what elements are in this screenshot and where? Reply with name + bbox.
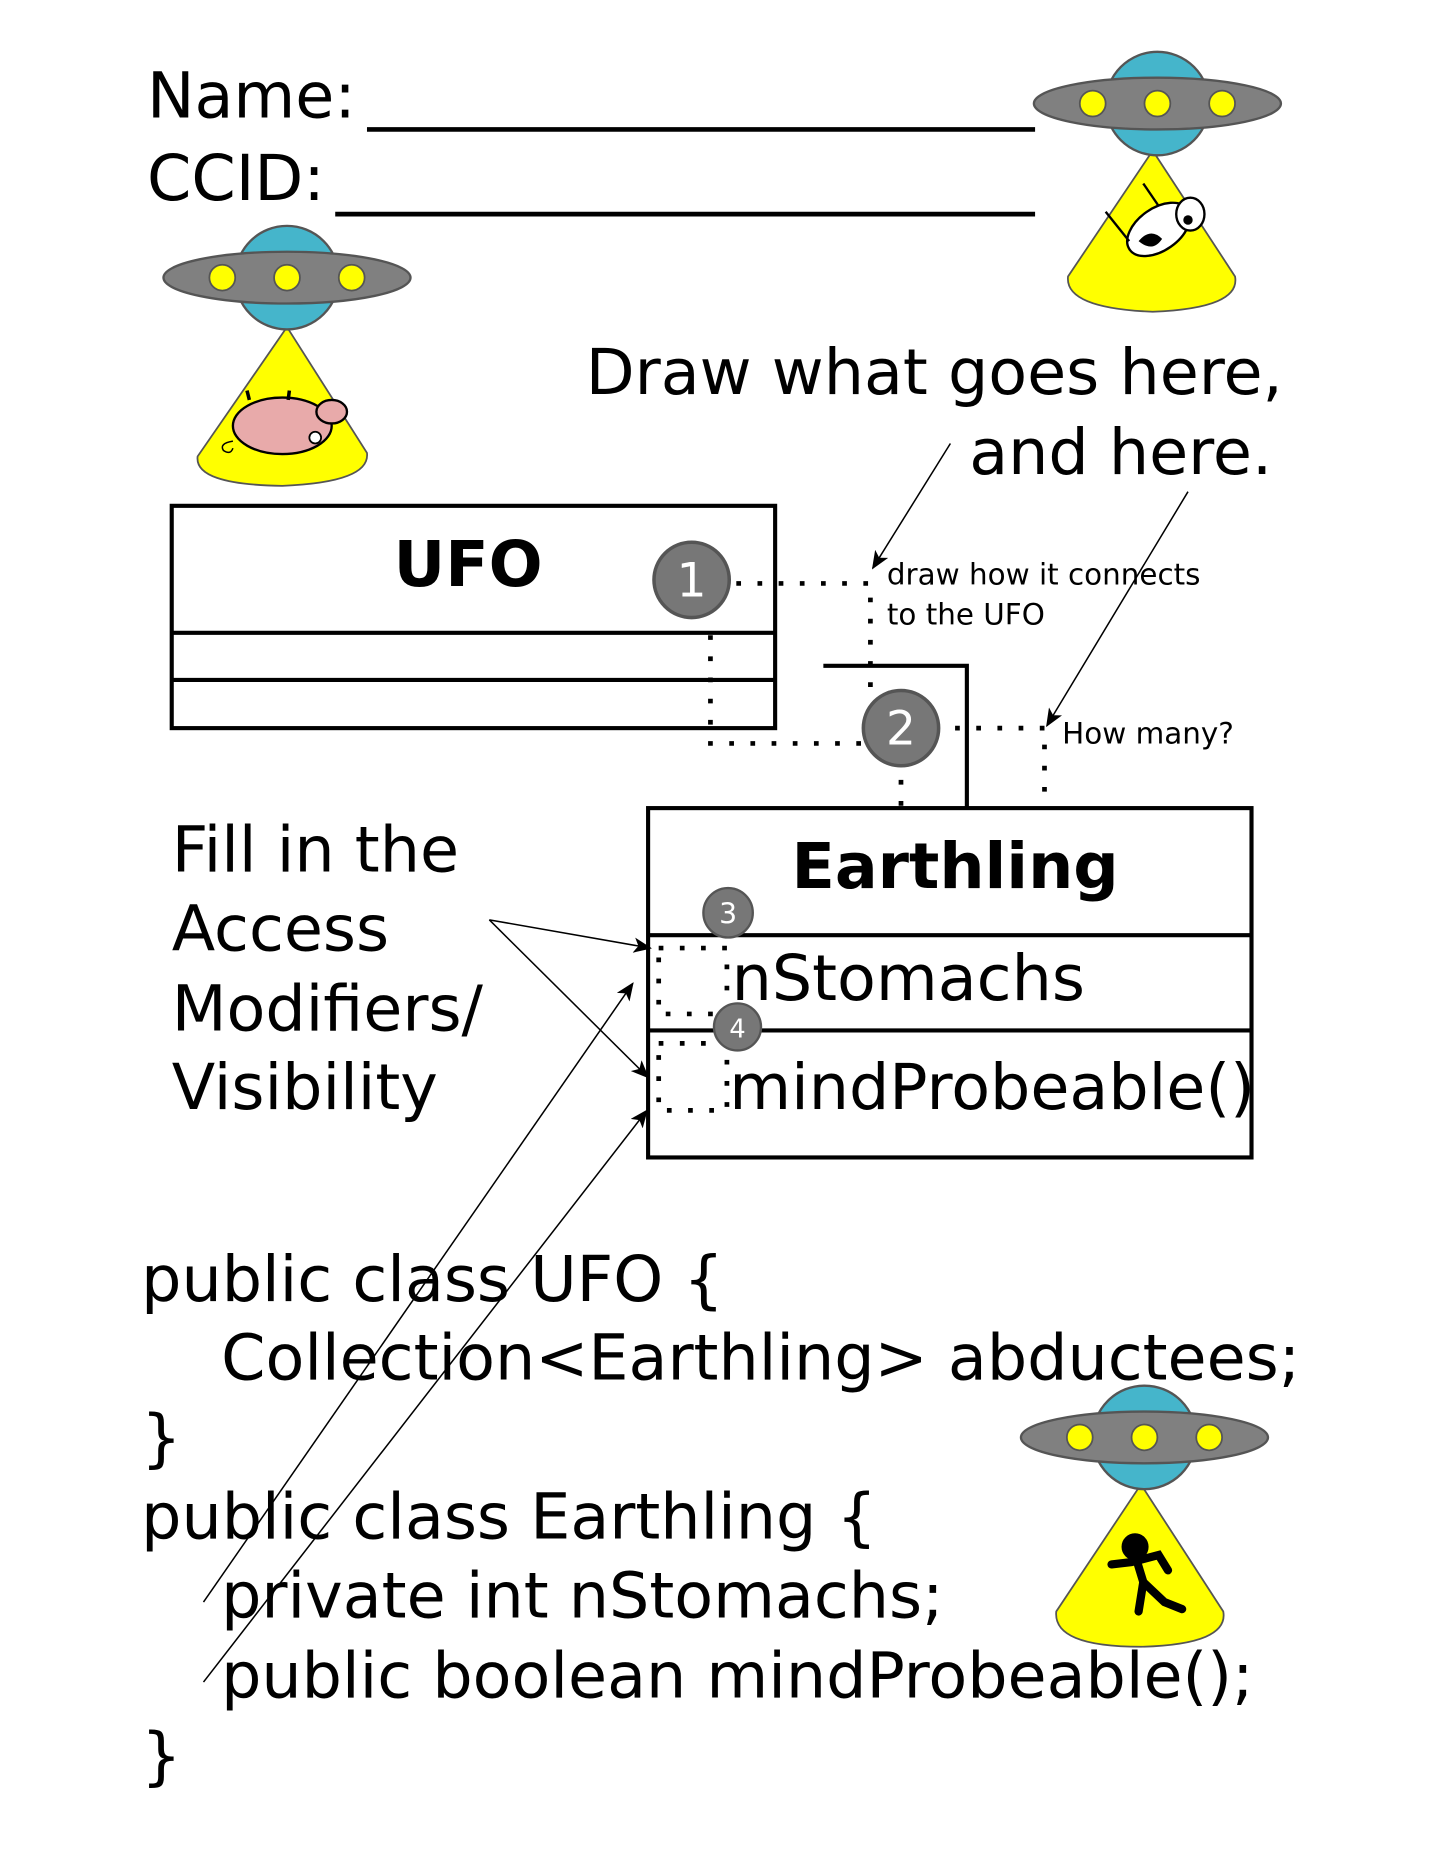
instruction-draw-line1: Draw what goes here, <box>586 335 1283 409</box>
svg-text:1: 1 <box>677 553 707 608</box>
connect-hint-line2: to the UFO <box>887 598 1045 632</box>
ufo-pig-illustration <box>162 224 412 487</box>
code-line: } <box>141 1401 181 1475</box>
instruction-draw-line2: and here. <box>969 415 1272 489</box>
pointer-arrow <box>1046 491 1189 728</box>
ufo-cow-illustration <box>1032 50 1283 313</box>
earthling-attribute: nStomachs <box>732 941 1085 1015</box>
marker-1: 1 <box>652 540 732 620</box>
ufo-class-name: UFO <box>394 527 543 601</box>
code-line: private int nStomachs; <box>221 1558 943 1632</box>
code-line: public boolean mindProbeable(); <box>221 1638 1253 1712</box>
pig-icon <box>221 390 349 456</box>
answer-area-method-modifier[interactable] <box>656 1041 730 1113</box>
svg-text:2: 2 <box>886 702 916 757</box>
code-line: public class Earthling { <box>141 1480 877 1554</box>
marker-3: 3 <box>702 886 754 939</box>
earthling-class-name: Earthling <box>791 829 1118 903</box>
connect-hint-line1: draw how it connects <box>887 558 1201 592</box>
svg-text:3: 3 <box>719 897 737 930</box>
association-line <box>823 663 969 809</box>
pointer-arrow <box>871 443 952 570</box>
ufo-class-box: UFO <box>169 503 778 731</box>
pointer-arrow <box>488 919 650 1079</box>
ufo-person-illustration <box>1019 1384 1270 1648</box>
code-line: } <box>141 1718 181 1792</box>
svg-text:4: 4 <box>729 1014 745 1044</box>
ccid-label: CCID: <box>147 141 325 215</box>
answer-area-connection[interactable] <box>708 581 1047 823</box>
fill-instruction-line: Access <box>172 891 389 965</box>
person-icon <box>1107 1533 1187 1616</box>
fill-instruction-line: Fill in the <box>172 813 459 887</box>
code-line: Collection<Earthling> abductees; <box>221 1321 1300 1395</box>
pointer-arrow <box>489 919 652 953</box>
fill-instruction-line: Visibility <box>172 1050 438 1124</box>
code-listing: public class UFO { Collection<Earthling>… <box>141 1242 1300 1792</box>
code-line: public class UFO { <box>141 1242 724 1316</box>
marker-4: 4 <box>712 1002 763 1052</box>
pointer-arrow <box>202 1109 648 1683</box>
marker-2: 2 <box>861 688 941 768</box>
earthling-method: mindProbeable() <box>729 1050 1255 1124</box>
pointer-arrow <box>202 982 634 1603</box>
earthling-class-box: Earthling nStomachs mindProbeable() <box>646 806 1255 1160</box>
answer-area-attribute-modifier[interactable] <box>656 945 730 1017</box>
how-many-hint: How many? <box>1062 716 1234 750</box>
fill-instruction-line: Modifiers/ <box>172 971 484 1045</box>
cow-icon <box>1104 182 1206 258</box>
name-label: Name: <box>147 59 356 133</box>
